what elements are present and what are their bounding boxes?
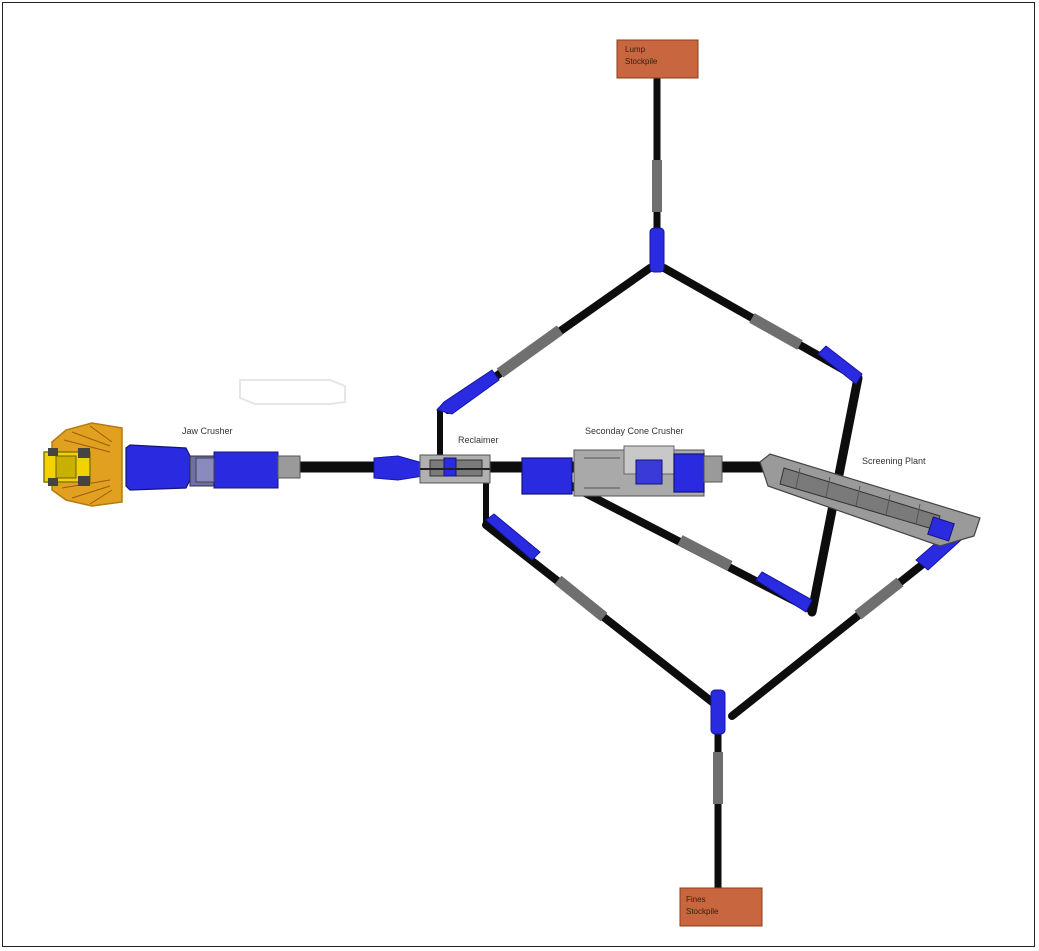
screening-plant-unit	[759, 453, 981, 547]
jaw-crusher-feeder	[125, 444, 191, 491]
cone-feed-bin	[521, 457, 573, 495]
jaw-crusher-unit	[43, 422, 301, 507]
grey-section-upper-right	[749, 313, 803, 350]
transfer-fines-junction	[710, 689, 726, 735]
cone-crusher-unit	[521, 445, 723, 497]
fines-stockpile-label-1: Fines	[686, 895, 706, 904]
jaw-crusher-detail	[195, 457, 215, 483]
lump-stockpile: Lump Stockpile	[616, 39, 699, 79]
screening-plant-label: Screening Plant	[862, 456, 926, 466]
lump-stockpile-label-2: Stockpile	[625, 57, 658, 66]
conveyor-grey-sections	[496, 160, 904, 804]
fines-stockpile: Fines Stockpile	[679, 887, 763, 927]
front-loader-icon	[43, 448, 91, 486]
transfer-lower-diagonal	[755, 571, 813, 613]
cone-crusher-label: Seconday Cone Crusher	[585, 426, 684, 436]
grey-section-lower-left	[554, 575, 608, 622]
transfer-lower-left	[485, 513, 541, 561]
cone-motor	[673, 453, 705, 493]
ghost-outline	[239, 379, 346, 405]
transfer-lump-junction	[649, 227, 665, 273]
jaw-crusher-core	[213, 451, 279, 489]
reclaimer-label: Reclaimer	[458, 435, 499, 445]
transfer-upper-left	[436, 369, 500, 415]
transfer-upper-right	[817, 345, 863, 385]
grey-section-lower-right	[854, 577, 904, 620]
grey-section-upper-left	[496, 325, 564, 378]
jaw-crusher-label: Jaw Crusher	[182, 426, 233, 436]
jaw-crusher-discharge	[277, 455, 301, 479]
lump-stockpile-label-1: Lump	[625, 45, 646, 54]
reclaimer-unit	[419, 454, 491, 484]
cone-inner	[635, 459, 663, 485]
fines-stockpile-label-2: Stockpile	[686, 907, 719, 916]
hopper-ribs	[61, 425, 113, 505]
grey-section-diagonal	[677, 535, 733, 571]
